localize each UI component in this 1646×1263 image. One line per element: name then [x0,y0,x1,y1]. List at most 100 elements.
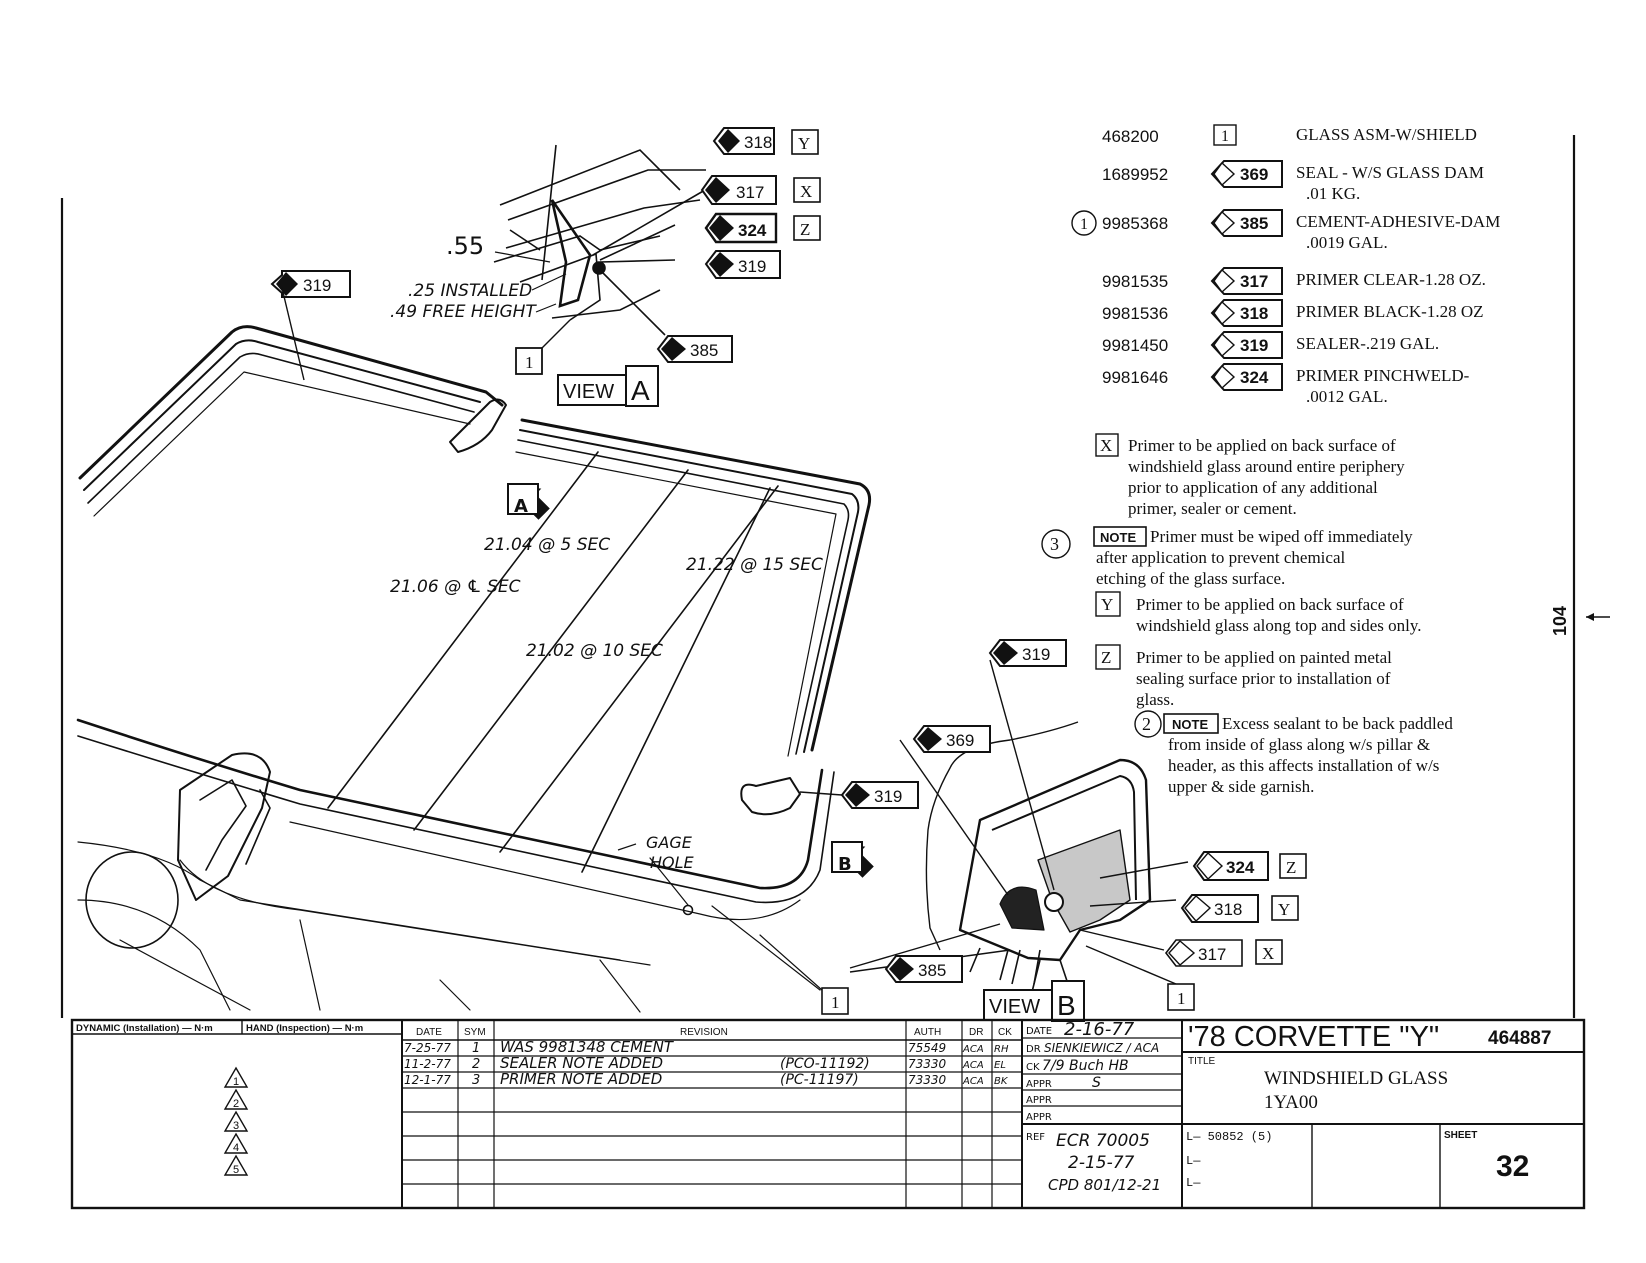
svg-text:1: 1 [1177,989,1186,1008]
flag-319-left: 319 [270,270,351,381]
cowl-edge-2 [77,735,835,904]
svg-text:11-2-77: 11-2-77 [404,1057,451,1071]
svg-text:ACA: ACA [962,1060,984,1071]
revision-triangle: 5 [223,1154,249,1176]
dash-contour [119,859,651,1013]
svg-text:windshield glass around entire: windshield glass around entire periphery [1128,457,1405,476]
svg-text:3: 3 [233,1120,239,1132]
svg-text:REF: REF [1026,1132,1045,1143]
note-z: Z Primer to be applied on painted metal … [1095,644,1392,709]
cowl-edge-1 [76,718,824,890]
svg-text:primer, sealer or cement.: primer, sealer or cement. [1128,499,1297,518]
vent-circle [85,851,179,949]
flag-319-top: 319 [704,250,781,279]
part-quantity: .0012 GAL. [1306,387,1388,406]
view-a-label: VIEW A [557,365,659,407]
flag-319-b1: 319 [988,639,1067,667]
svg-text:319: 319 [1022,645,1050,664]
svg-text:12-1-77: 12-1-77 [404,1073,451,1087]
svg-text:APPR: APPR [1026,1079,1052,1090]
view-b-label: VIEW B [983,980,1085,1022]
flag-319-left-label: 319 [303,276,331,295]
arrow-a-letter: A [514,496,528,517]
arrow-b [831,841,874,878]
flag-385-b: 385 [884,955,963,983]
note-y: Y Primer to be applied on back surface o… [1095,591,1422,635]
svg-text:Primer must be wiped off immed: Primer must be wiped off immediately [1150,527,1413,546]
meas-15-sec: 21.22 @ 15 SEC [686,555,823,575]
part-symbol: 317 [1240,272,1268,291]
note-3: 3 NOTE Primer must be wiped off immediat… [1041,526,1413,588]
svg-text:SIENKIEWICZ / ACA: SIENKIEWICZ / ACA [1044,1041,1159,1055]
svg-text:Excess sealant to be back padd: Excess sealant to be back paddled [1222,714,1453,733]
svg-text:Primer to be applied on painte: Primer to be applied on painted metal [1136,648,1392,667]
svg-text:7/9 Buch HB: 7/9 Buch HB [1042,1058,1129,1074]
svg-text:ECR 70005: ECR 70005 [1056,1131,1150,1151]
svg-text:(PC-11197): (PC-11197) [780,1072,859,1088]
svg-text:A: A [631,375,650,406]
svg-text:SYM: SYM [464,1027,486,1038]
svg-text:SEALER NOTE ADDED: SEALER NOTE ADDED [500,1054,663,1072]
svg-text:AUTH: AUTH [914,1027,941,1038]
dim-55: .55 [446,232,484,260]
svg-text:DR: DR [1026,1044,1041,1055]
svg-text:after application to prevent c: after application to prevent chemical [1096,548,1345,567]
svg-text:1: 1 [472,1041,480,1056]
flag-324-top: 324 Z [704,212,821,244]
svg-text:317: 317 [1198,945,1226,964]
part-box-b1: 1 [821,987,849,1015]
svg-text:104: 104 [1550,606,1570,636]
svg-text:1: 1 [525,353,534,372]
svg-text:RH: RH [994,1044,1009,1055]
svg-text:73330: 73330 [908,1057,947,1071]
part-number: 9981535 [1102,272,1168,291]
model-number: 464887 [1488,1028,1551,1049]
right-bracket [740,777,801,816]
svg-text:3: 3 [472,1073,480,1088]
dynamic-label: DYNAMIC (Installation) — N·m [76,1023,213,1034]
svg-text:APPR: APPR [1026,1112,1052,1123]
part-number: 468200 [1102,127,1159,146]
svg-text:2: 2 [233,1098,239,1110]
svg-text:Primer to be applied on back s: Primer to be applied on back surface of [1128,436,1396,455]
glass-edge-3 [87,352,850,755]
svg-text:75549: 75549 [908,1041,946,1055]
cowl-edge-3 [289,821,801,921]
arrow-a [507,483,550,520]
svg-text:NOTE: NOTE [1100,530,1136,545]
svg-text:CK: CK [998,1027,1012,1038]
svg-text:BK: BK [994,1076,1009,1087]
svg-text:DR: DR [969,1027,983,1038]
note-x: X Primer to be applied on back surface o… [1095,433,1405,518]
svg-text:4: 4 [233,1142,239,1154]
part-number: 9985368 [1102,214,1168,233]
part-description: PRIMER BLACK-1.28 OZ [1296,302,1483,321]
diagram-labels: .55 .25 INSTALLED .49 FREE HEIGHT 21.04 … [390,232,852,875]
svg-text:1: 1 [1221,128,1229,145]
svg-text:VIEW: VIEW [563,381,614,403]
svg-text:VIEW: VIEW [989,996,1040,1018]
svg-text:TITLE: TITLE [1188,1056,1216,1067]
cement-bead [999,886,1045,931]
part-symbol: 318 [1240,304,1268,323]
drawing-code: 1YA00 [1264,1092,1318,1113]
part-symbol: 324 [1240,368,1269,387]
left-bracket [177,752,271,901]
flag-318-top: 318 Y [712,127,819,155]
svg-text:WAS 9981348 CEMENT: WAS 9981348 CEMENT [500,1038,675,1056]
svg-text:1: 1 [233,1076,239,1088]
notes: X Primer to be applied on back surface o… [1041,433,1453,796]
flag-317-top: 317 X [700,175,821,205]
part-number: 9981646 [1102,368,1168,387]
revision-triangle: 4 [223,1132,249,1154]
part-description: SEAL - W/S GLASS DAM [1296,163,1484,182]
sheet-frame [60,135,1576,1018]
gage-label-1: GAGE [646,833,693,852]
svg-text:385: 385 [918,961,946,980]
